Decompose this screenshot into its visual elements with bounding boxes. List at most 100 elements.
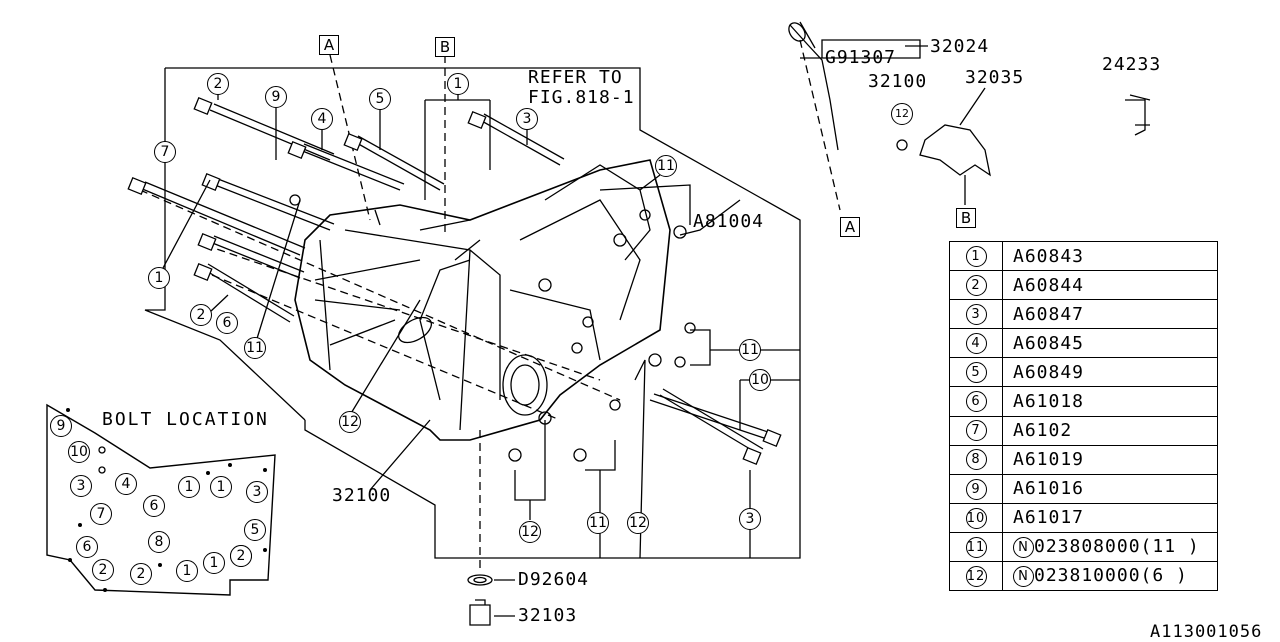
bolt-location-title: BOLT LOCATION — [102, 409, 269, 430]
legend-row: 7 A6102 — [949, 415, 1218, 446]
bolt-7 — [354, 135, 445, 191]
legend-row: 1 A60843 — [949, 240, 1218, 272]
figure-reference: FIG.818-1 — [528, 87, 635, 108]
legend-value: 023808000(11 ) — [1034, 536, 1200, 558]
bolt-location-circle: 1 — [210, 476, 232, 498]
legend-prefix: N — [1013, 536, 1034, 558]
washer — [467, 574, 493, 586]
bolt-10 — [659, 388, 764, 456]
legend-row: 8 A61019 — [949, 444, 1218, 475]
legend-key: 1 — [965, 245, 987, 267]
ref-circle: 4 — [311, 108, 333, 130]
ref-circle: 11 — [244, 337, 266, 359]
ref-circle: 12 — [339, 411, 361, 433]
part-a81004-label: A81004 — [693, 211, 765, 232]
refer-to-label: REFER TO — [528, 67, 623, 88]
legend-row: 6 A61018 — [949, 386, 1218, 417]
legend-value: A60843 — [1013, 245, 1085, 267]
ref-circle: 10 — [749, 369, 771, 391]
legend-value: A60844 — [1013, 274, 1085, 296]
ref-circle: 7 — [154, 141, 176, 163]
legend-key: 11 — [965, 536, 987, 558]
legend-row: 3 A60847 — [949, 299, 1218, 330]
legend-value: A61016 — [1013, 478, 1085, 500]
bolt-location-circle: 10 — [68, 441, 90, 463]
leader-frame-left — [144, 68, 306, 421]
bolt-location-circle: 1 — [176, 560, 198, 582]
bolt-location-circle: 6 — [76, 536, 98, 558]
legend-row: 4 A60845 — [949, 328, 1218, 359]
bolt-location-circle: 8 — [148, 531, 170, 553]
bolt-location-circle: 2 — [130, 563, 152, 585]
bolt-4 — [209, 235, 305, 279]
legend-value: A60849 — [1013, 361, 1085, 383]
ref-circle: 12 — [891, 103, 913, 125]
legend-key: 2 — [965, 274, 987, 296]
callout-b-bracket: B — [956, 208, 976, 228]
part-g91307-label: G91307 — [825, 47, 897, 68]
catalog-id: A113001056 — [1150, 622, 1263, 642]
ref-circle: 11 — [655, 155, 677, 177]
legend-value: A60845 — [1013, 332, 1085, 354]
part-32035-label: 32035 — [965, 67, 1025, 88]
legend-key: 7 — [965, 420, 987, 442]
bolt-location-outline — [46, 403, 276, 596]
legend-value: A61019 — [1013, 449, 1085, 471]
ref-circle: 3 — [739, 508, 761, 530]
part-d92604-label: D92604 — [518, 569, 590, 590]
legend-key: 4 — [965, 333, 987, 355]
ref-circle: 3 — [516, 108, 538, 130]
ref-circle: 6 — [216, 312, 238, 334]
legend-value: A61017 — [1013, 507, 1085, 529]
drain-plug — [469, 599, 491, 626]
bolt-location-circle: 6 — [143, 495, 165, 517]
transmission-case — [294, 159, 671, 441]
bolt-9 — [649, 393, 775, 441]
bolt-location-circle: 2 — [92, 559, 114, 581]
bolt-location-circle: 9 — [50, 415, 72, 437]
ref-circle: 5 — [369, 88, 391, 110]
ref-circle: 9 — [265, 86, 287, 108]
legend-key: 3 — [965, 303, 987, 325]
bolt-location-circle: 7 — [90, 503, 112, 525]
legend-key: 12 — [965, 565, 987, 587]
bolt-location-circle: 1 — [203, 552, 225, 574]
callout-a-dipstick: A — [840, 217, 860, 237]
bolt-location-circle: 4 — [115, 473, 137, 495]
legend-row: 9 A61016 — [949, 473, 1218, 504]
legend-prefix: N — [1013, 565, 1034, 587]
ref-circle: 12 — [519, 521, 541, 543]
bolt-location-circle: 3 — [246, 481, 268, 503]
bolt-location-circle: 1 — [178, 476, 200, 498]
bolt-5 — [204, 263, 295, 323]
part-24233 — [1125, 94, 1151, 136]
callout-a-top: A — [319, 35, 339, 55]
ref-circle: 1 — [148, 267, 170, 289]
legend-value: 023810000(6 ) — [1034, 565, 1188, 587]
legend-key: 5 — [965, 362, 987, 384]
legend-row: 2 A60844 — [949, 270, 1218, 301]
legend-key: 9 — [965, 478, 987, 500]
bolt-location-circle: 3 — [70, 475, 92, 497]
part-24233-label: 24233 — [1102, 54, 1162, 75]
legend-value: A6102 — [1013, 420, 1073, 442]
bolt-3 — [214, 178, 335, 231]
legend-value: A60847 — [1013, 303, 1085, 325]
ref-circle: 2 — [190, 304, 212, 326]
bolt-2 — [209, 103, 335, 161]
ref-circle: 1 — [447, 73, 469, 95]
part-32024-label: 32024 — [930, 36, 990, 57]
legend-key: 6 — [965, 391, 987, 413]
ref-circle: 12 — [627, 512, 649, 534]
callout-b-top: B — [435, 37, 455, 57]
ref-circle: 11 — [739, 339, 761, 361]
legend-value: A61018 — [1013, 391, 1085, 413]
bolt-location-circle: 2 — [230, 545, 252, 567]
legend-key: 8 — [965, 449, 987, 471]
bolt-1 — [139, 181, 306, 256]
dipstick — [789, 21, 839, 151]
part-32103-label: 32103 — [518, 605, 578, 626]
